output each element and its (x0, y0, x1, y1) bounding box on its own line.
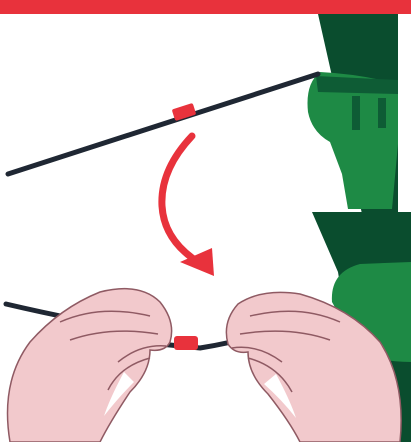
tree-base-with-cable-icon (0, 14, 411, 214)
cable-connector (174, 336, 198, 350)
tree-stand-slot (352, 96, 360, 130)
hands-connecting-cable-icon (0, 212, 411, 442)
brand-bar (0, 0, 411, 14)
cable (8, 74, 318, 174)
tree-stand-slot (378, 98, 386, 128)
